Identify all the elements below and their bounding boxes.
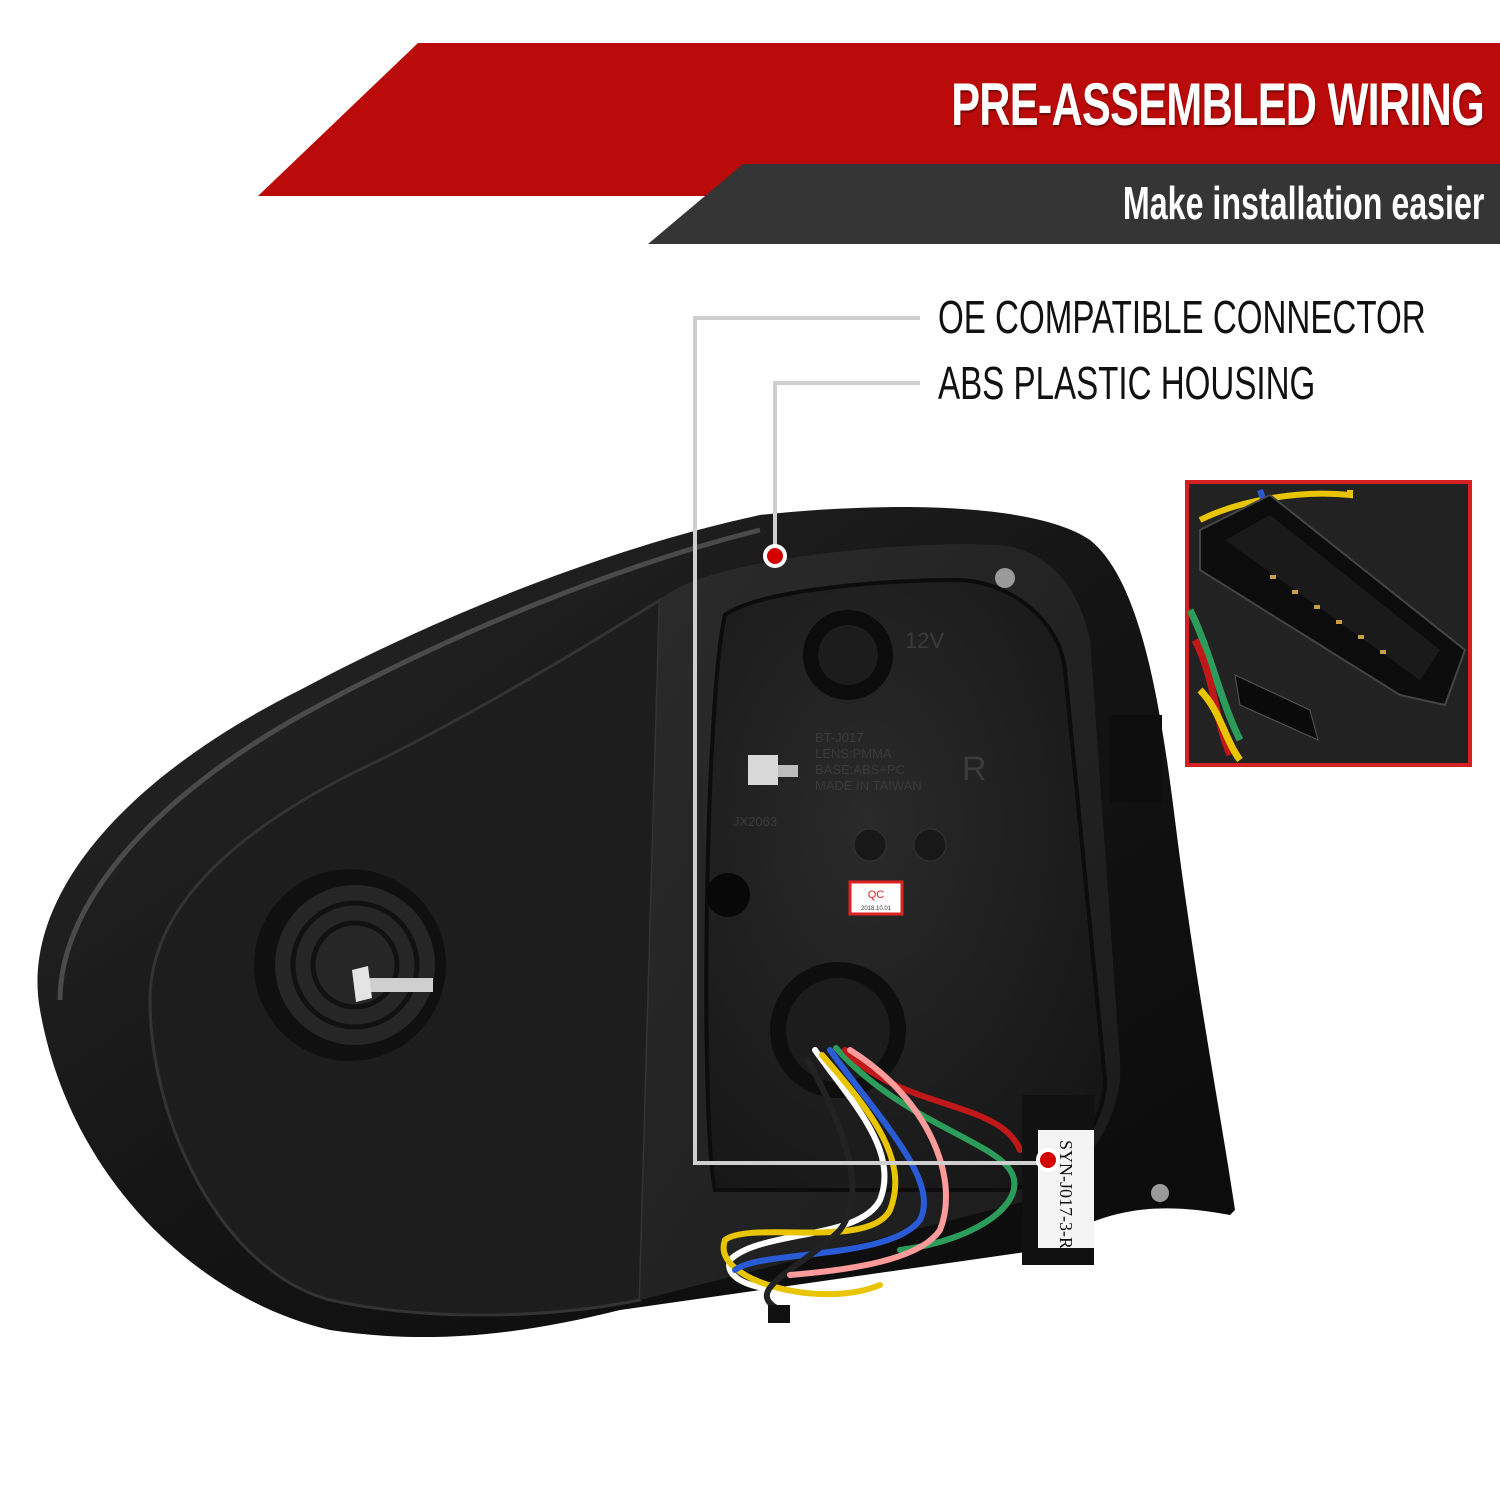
leader-line-housing <box>773 381 920 556</box>
banner-title: PRE-ASSEMBLED WIRING <box>951 71 1485 138</box>
wiring-harness <box>720 1045 1023 1313</box>
wire-plug <box>768 1305 790 1323</box>
marker-dot <box>763 544 787 568</box>
callout-leaders <box>693 316 1048 1165</box>
screw <box>995 568 1015 588</box>
banner-subtitle: Make installation easier <box>1122 177 1484 229</box>
date-wheel <box>853 828 887 862</box>
callout-housing: ABS PLASTIC HOUSING <box>938 357 1316 409</box>
marker-dot <box>1036 1148 1060 1172</box>
socket-cap <box>818 625 878 685</box>
molded-code: JX2063 <box>733 814 777 829</box>
part-label: SYN-J017-3-R <box>1056 1140 1076 1249</box>
mounting-stud <box>355 978 433 992</box>
molded-text: MADE IN TAIWAN <box>815 778 922 793</box>
lens-rim-highlight <box>57 527 761 1001</box>
vent-ring <box>310 920 400 1010</box>
molded-side: R <box>962 750 987 788</box>
vent-ring <box>290 900 420 1030</box>
molded-text: BT-J017 <box>815 730 863 745</box>
callout-connector: OE COMPATIBLE CONNECTOR <box>938 291 1426 343</box>
date-wheel <box>913 828 947 862</box>
qc-date: 2018.10.01 <box>861 906 892 912</box>
stud-nut <box>352 966 372 1002</box>
vent-grille <box>275 885 435 1045</box>
screw <box>1151 1184 1169 1202</box>
molded-text: BASE:ABS+PC <box>815 762 905 777</box>
molded-voltage: 12V <box>905 628 944 653</box>
red-banner <box>258 43 1500 196</box>
molded-text: LENS:PMMA <box>815 746 892 761</box>
qc-sticker <box>848 880 904 916</box>
qc-label: QC <box>868 889 885 901</box>
hole <box>706 873 750 917</box>
mounting-stud <box>748 755 778 785</box>
mounting-stud-tip <box>778 765 798 777</box>
dark-banner <box>648 164 1500 244</box>
mount-tab <box>1110 715 1162 803</box>
leader-line-connector <box>693 316 1048 1165</box>
connector-inset <box>1185 480 1472 767</box>
